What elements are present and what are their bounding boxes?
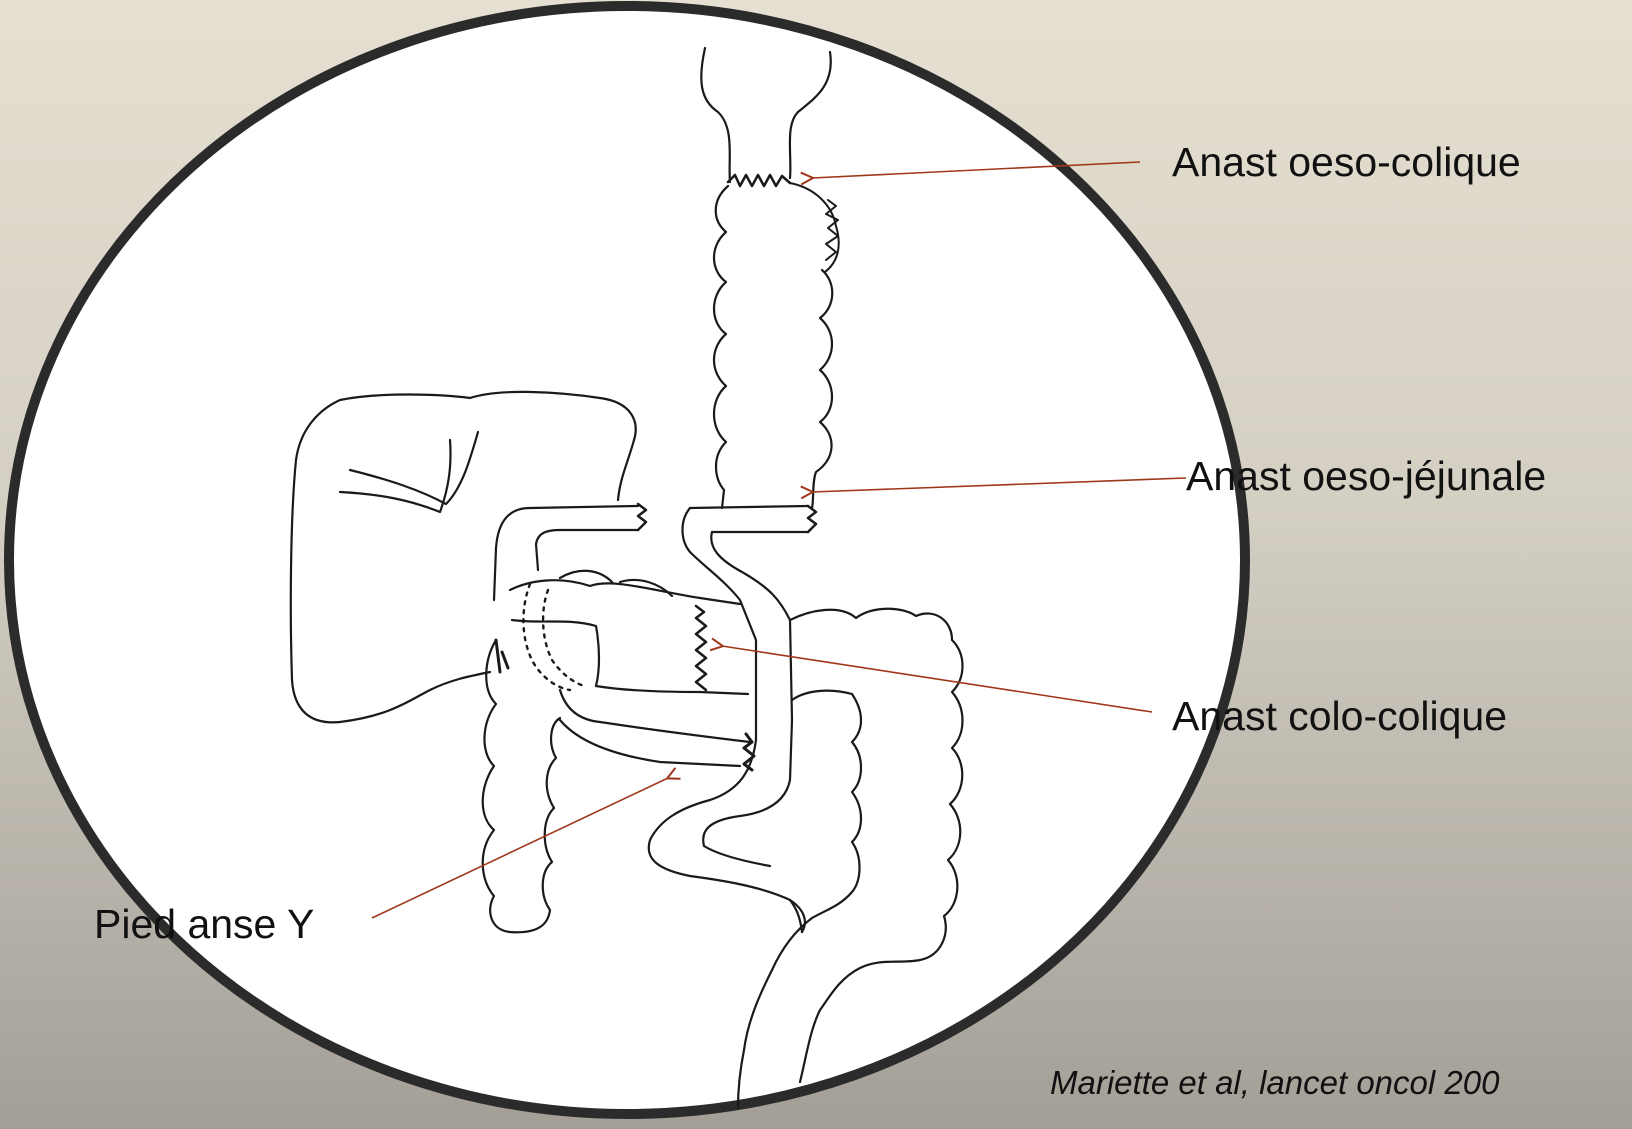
- label-anast-colo-colique: Anast colo-colique: [1172, 696, 1507, 737]
- diagram-circle: [9, 6, 1245, 1114]
- citation: Mariette et al, lancet oncol 200: [1050, 1066, 1499, 1099]
- label-anast-oeso-colique: Anast oeso-colique: [1172, 142, 1521, 183]
- label-pied-anse-y: Pied anse Y: [94, 904, 314, 945]
- label-anast-oeso-jejunale: Anast oeso-jéjunale: [1186, 456, 1546, 497]
